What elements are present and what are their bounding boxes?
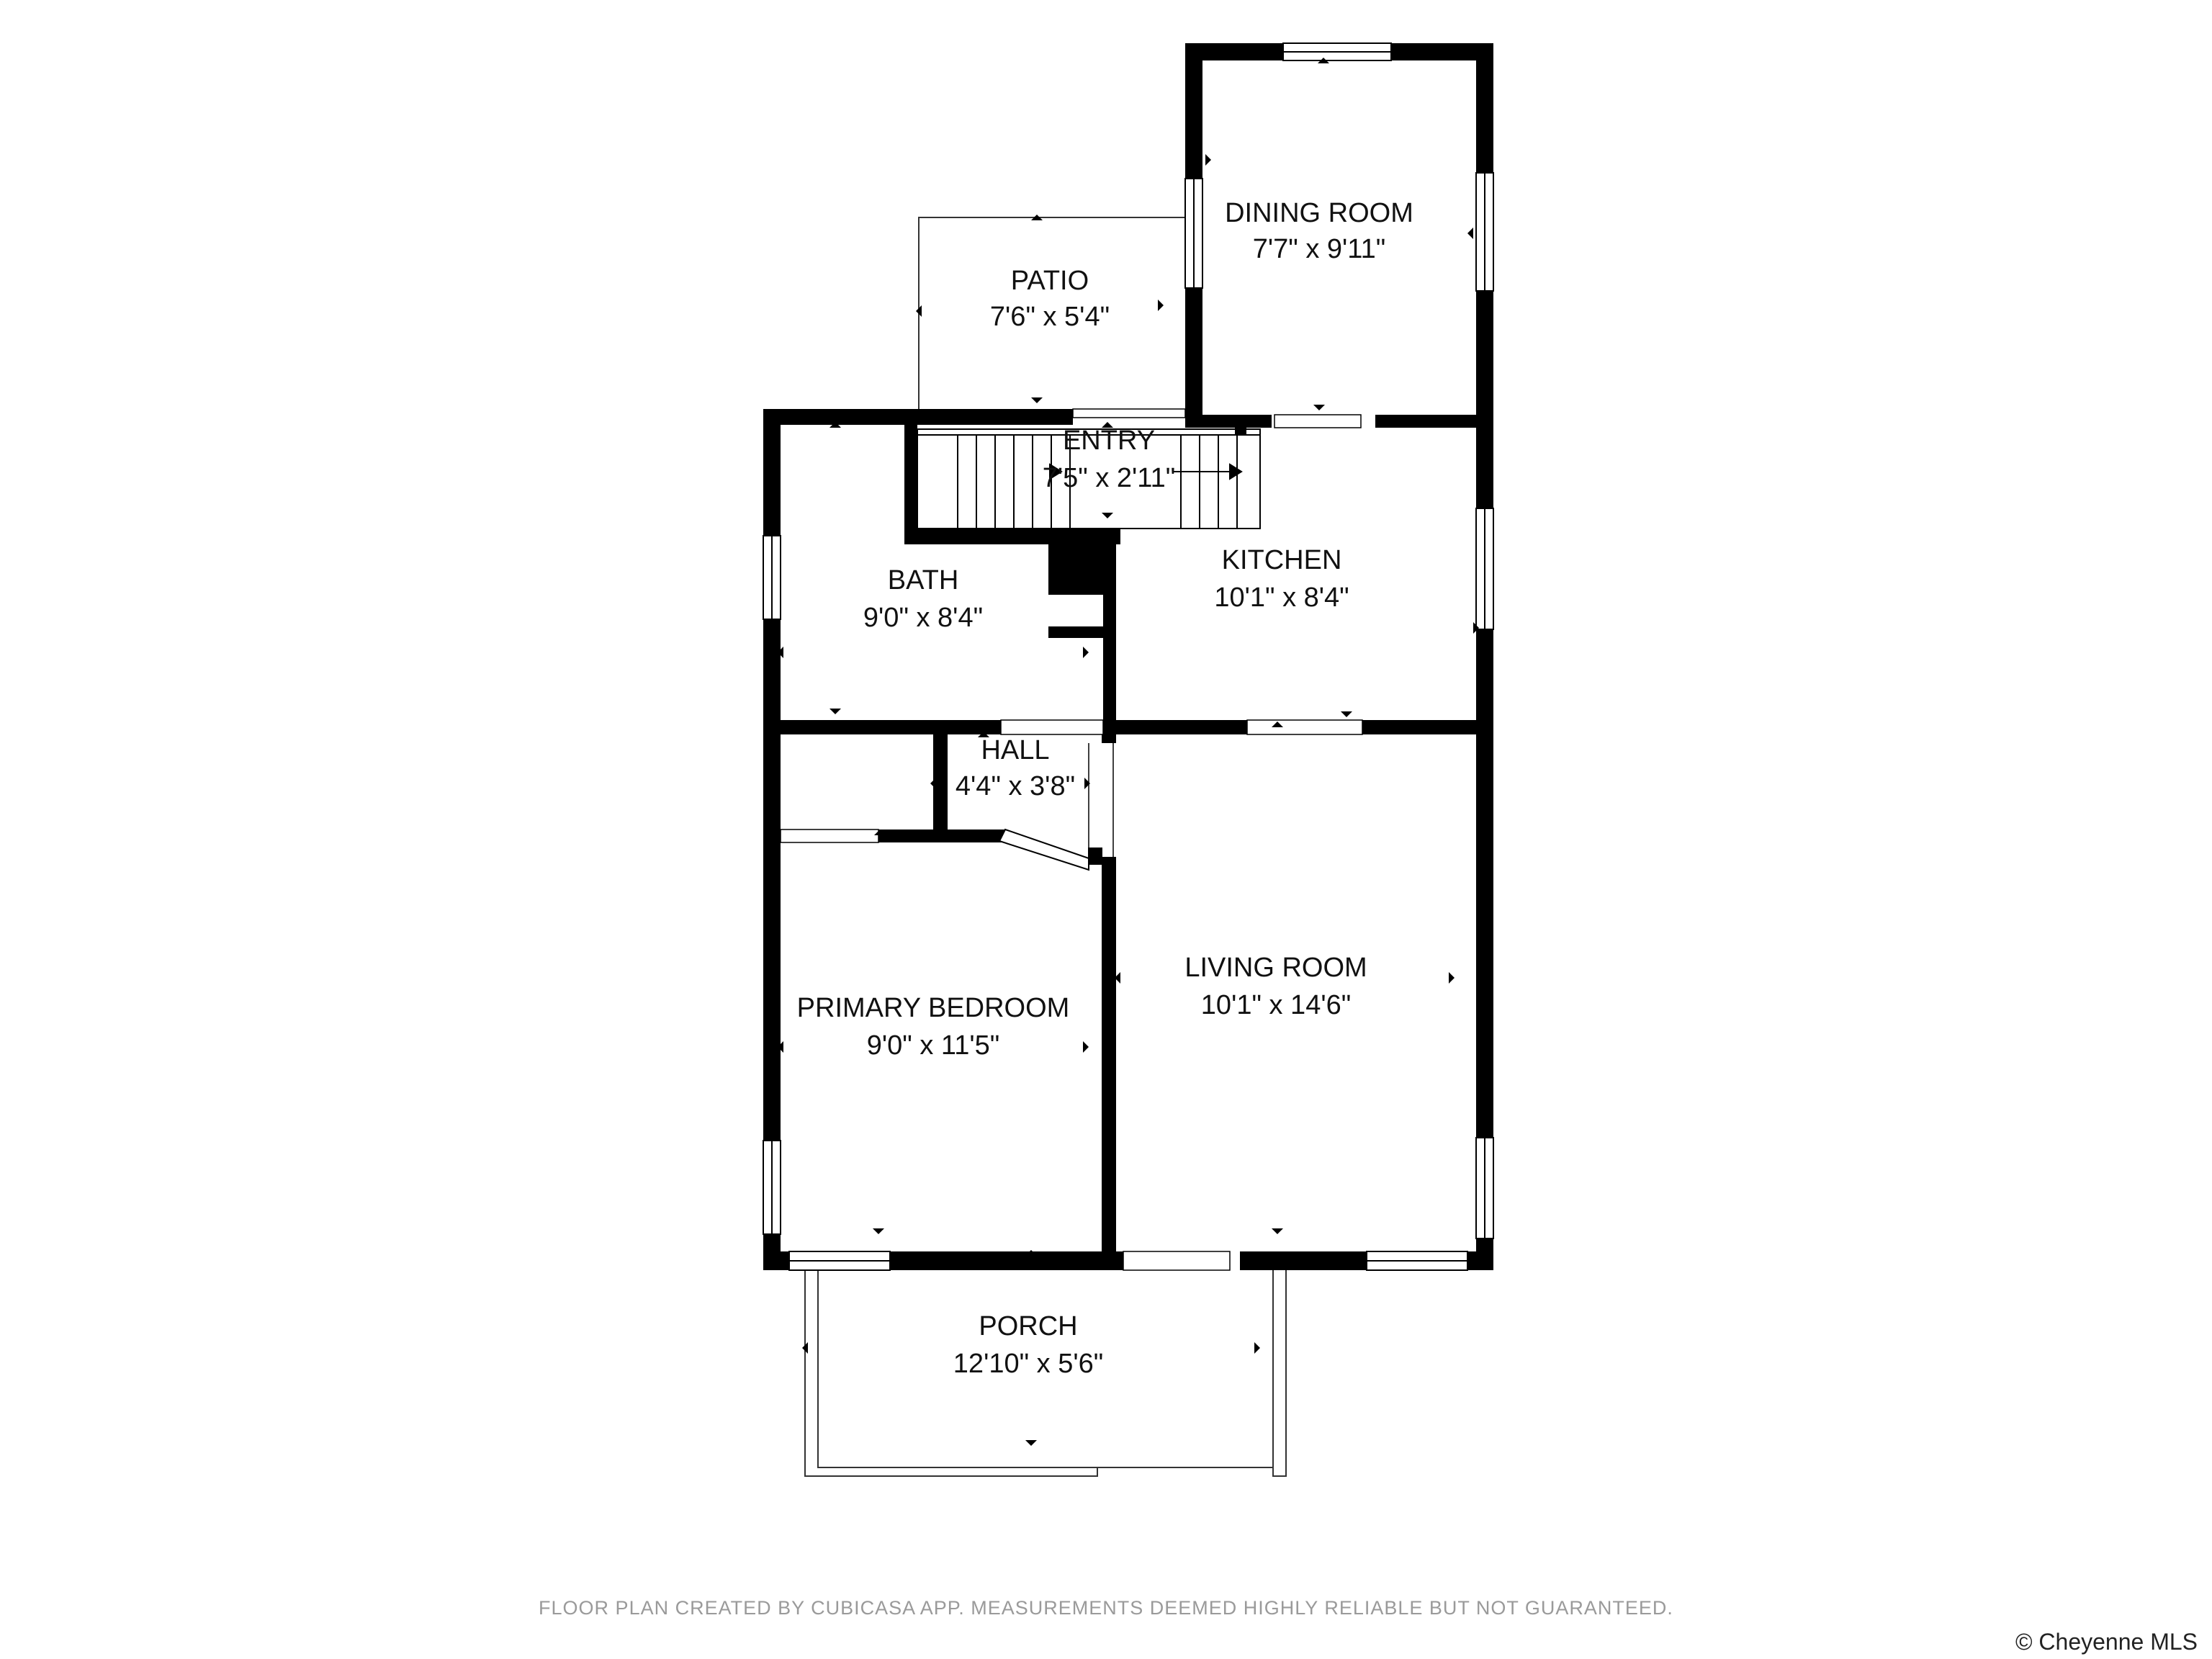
bedroom-door [998,743,1114,871]
label-kitchen: KITCHEN [1222,545,1342,575]
wall-hall-right [1102,727,1116,743]
size-porch: 12'10" x 5'6" [953,1349,1103,1379]
wall-closet-bottom [878,830,1005,842]
wall-bath-stub [1048,626,1107,638]
wall-upper-right [1375,415,1493,428]
wall-bed-living [1102,857,1116,1270]
wall-upper-left [763,409,1073,425]
size-living-room: 10'1" x 14'6" [1201,990,1351,1020]
wall-closet-right [933,733,948,841]
porch-outline [804,1262,1287,1477]
stairs [917,424,1261,529]
wall-stair-left [904,418,917,544]
door-front [1123,1251,1231,1271]
windows [763,42,1494,1271]
wall-mid-right [1362,720,1493,734]
size-primary-bedroom: 9'0" x 11'5" [867,1030,999,1061]
wall-mid-center [1115,720,1247,734]
dimension-ticks [778,58,1479,1446]
wall-upper-mid [1185,415,1272,428]
label-entry: ENTRY [1063,426,1155,456]
door-hall-bath [1000,719,1104,735]
wall-bath-kitchen [1103,533,1116,734]
size-bath: 9'0" x 8'4" [863,603,983,633]
label-dining-room: DINING ROOM [1225,198,1413,228]
size-entry: 7'5" x 2'11" [1043,463,1175,493]
patio-outline [918,217,1188,409]
label-living-room: LIVING ROOM [1184,953,1367,983]
size-hall: 4'4" x 3'8" [956,771,1075,801]
label-hall: HALL [981,735,1049,765]
label-porch: PORCH [979,1311,1077,1341]
label-primary-bedroom: PRIMARY BEDROOM [797,993,1070,1023]
label-bath: BATH [888,565,959,595]
wall-stair-block [1048,529,1113,595]
size-dining-room: 7'7" x 9'11" [1253,234,1385,264]
door-closet [780,829,879,843]
copyright-notice: © Cheyenne MLS [2015,1629,2198,1655]
door-patio-entry [1072,408,1186,418]
label-patio: PATIO [1011,266,1089,296]
floor-plan-disclaimer: FLOOR PLAN CREATED BY CUBICASA APP. MEAS… [539,1597,1673,1619]
door-dining-kitchen [1274,414,1362,428]
wall-mid-left [763,720,1001,734]
size-kitchen: 10'1" x 8'4" [1214,583,1349,613]
door-kitchen-living [1246,719,1363,735]
room-labels: DINING ROOM 7'7" x 9'11" PATIO 7'6" x 5'… [797,198,1413,1379]
size-patio: 7'6" x 5'4" [990,302,1110,332]
